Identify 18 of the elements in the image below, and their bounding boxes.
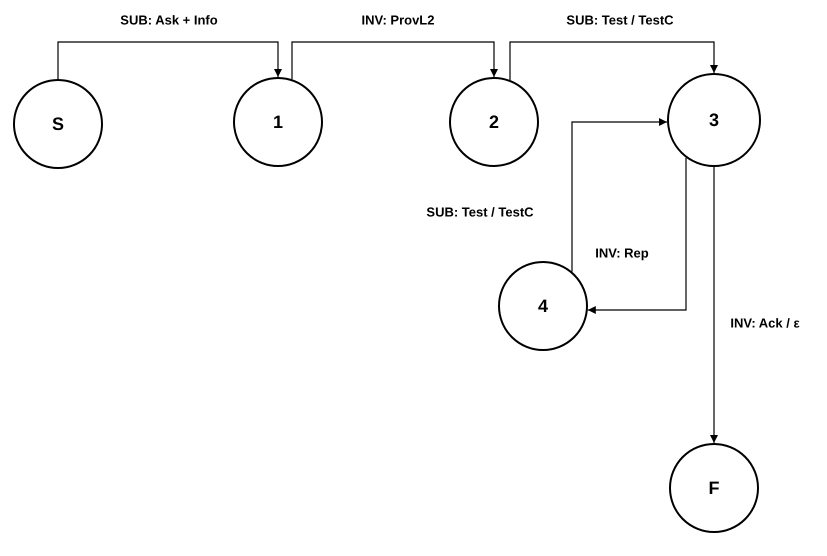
- edge-label: INV: Rep: [593, 246, 651, 260]
- state-label: F: [708, 478, 720, 498]
- arrow: [509, 41, 718, 80]
- edge-label: SUB: Test / TestC: [564, 12, 676, 28]
- arrow: [588, 158, 687, 314]
- state-label: S: [52, 114, 64, 134]
- edge-label: SUB: Ask + Info: [118, 12, 220, 28]
- arrow: [710, 167, 718, 443]
- state-label: 3: [708, 110, 719, 130]
- edge-label: INV: Ack / ε: [728, 316, 802, 330]
- arrow: [571, 118, 668, 272]
- state-label: 2: [488, 112, 499, 132]
- edge-label: SUB: Test / TestC: [424, 204, 536, 220]
- edge-label: INV: ProvL2: [360, 12, 436, 28]
- state-label: 4: [538, 296, 548, 316]
- arrow: [291, 41, 498, 80]
- state-label: 1: [272, 112, 283, 132]
- arrow: [57, 41, 282, 79]
